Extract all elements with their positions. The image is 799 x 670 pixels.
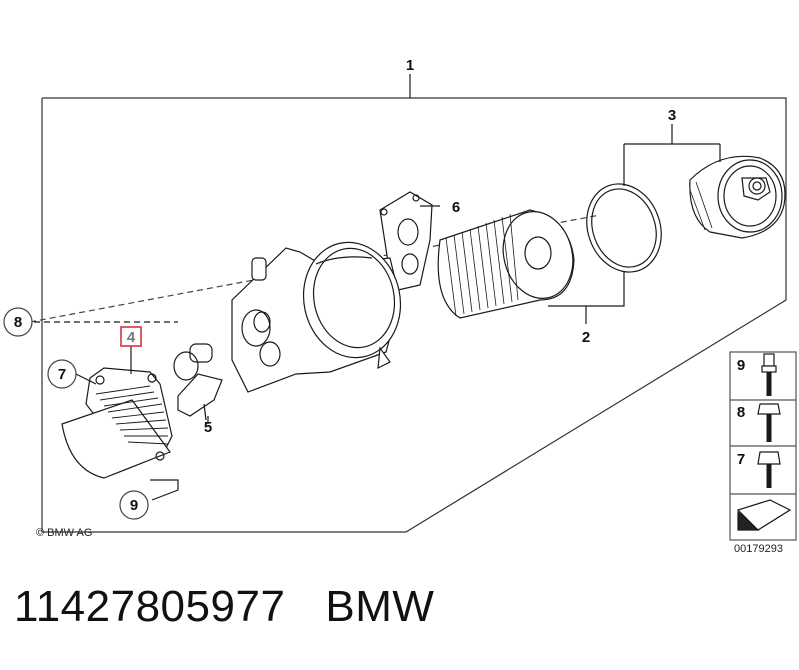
callout-9: 9 <box>130 497 138 514</box>
callout-9-circle <box>119 490 149 520</box>
legend-label-8: 8 <box>737 404 745 421</box>
callout-8: 8 <box>14 314 22 331</box>
legend-label-9: 9 <box>737 357 745 374</box>
filter-element <box>437 209 575 319</box>
fastener-legend <box>729 351 797 541</box>
copyright-notice: © BMW AG <box>36 527 93 539</box>
filter-housing-cover <box>689 155 786 239</box>
bolt-7-icon <box>757 451 781 465</box>
bolt-8-icon <box>757 403 781 415</box>
callout-6: 6 <box>452 199 460 216</box>
callout-1: 1 <box>406 57 414 74</box>
callout-7-circle <box>47 359 77 389</box>
leader-9 <box>150 479 179 501</box>
callout-4: 4 <box>127 329 136 346</box>
bolt-9-icon <box>763 353 775 367</box>
callout-3: 3 <box>668 107 676 124</box>
leader-7 <box>75 373 97 385</box>
callout-2: 2 <box>582 329 590 346</box>
assembly-frame <box>41 97 787 533</box>
leader-2 <box>548 272 625 307</box>
part-caption: 11427805977 BMW <box>14 582 434 632</box>
part-number: 11427805977 <box>14 582 286 631</box>
brand-name: BMW <box>325 582 435 631</box>
callout-4-highlight <box>120 326 142 347</box>
legend-label-7: 7 <box>737 451 745 468</box>
callout-8-circle <box>3 307 33 337</box>
seal-rings <box>173 343 223 421</box>
diagram-image-code: 00179293 <box>734 543 783 555</box>
exploded-parts-diagram: 1 3 6 2 8 4 7 5 9 9 8 7 <box>3 57 797 541</box>
callout-7: 7 <box>58 366 66 383</box>
oil-cooler <box>61 367 173 479</box>
oil-filter-housing <box>231 241 402 393</box>
o-ring <box>586 183 662 273</box>
callout-5: 5 <box>204 419 212 436</box>
